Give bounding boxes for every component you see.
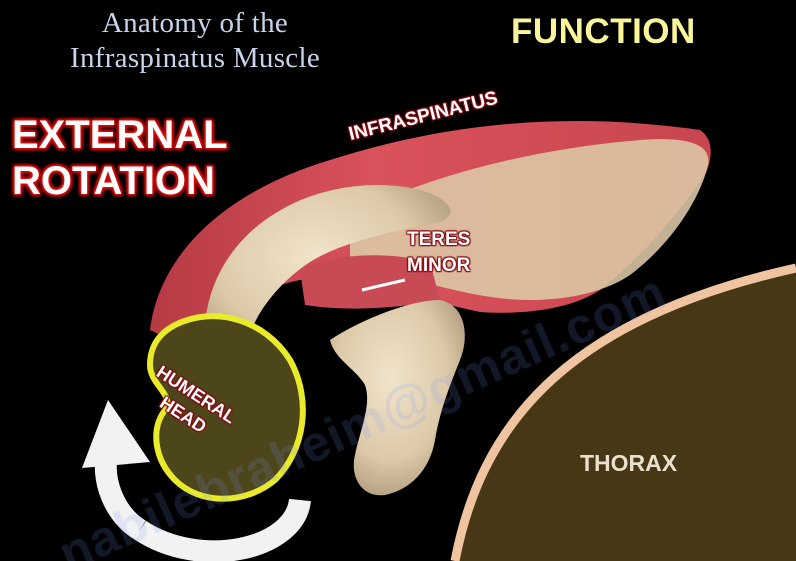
teres-minor-muscle [300,255,440,309]
action-heading-line-1: EXTERNAL [12,113,228,157]
section-heading: FUNCTION [511,12,696,51]
scapular-spine-bone [204,185,451,367]
slide-title-line-1: Anatomy of the [101,7,289,39]
teres-minor-label: TERES MINOR [407,227,470,279]
action-heading-line-2: ROTATION [12,159,215,203]
action-heading: EXTERNAL ROTATION [12,112,228,204]
teres-minor-pointer [361,278,406,292]
thorax-shape [455,268,796,561]
teres-minor-label-line-1: TERES [407,229,471,250]
thorax-label: THORAX [580,450,678,476]
glenoid-bone [330,300,465,496]
slide-title: Anatomy of the Infraspinatus Muscle [0,6,390,76]
rotation-arrow-stem-icon [94,447,147,540]
slide-title-line-2: Infraspinatus Muscle [69,42,321,74]
rotation-arrow-icon [133,497,311,561]
thorax-rim [450,263,796,561]
teres-minor-label-line-2: MINOR [407,255,471,276]
humeral-head-shape [146,313,306,502]
scapula-blade [350,139,709,300]
